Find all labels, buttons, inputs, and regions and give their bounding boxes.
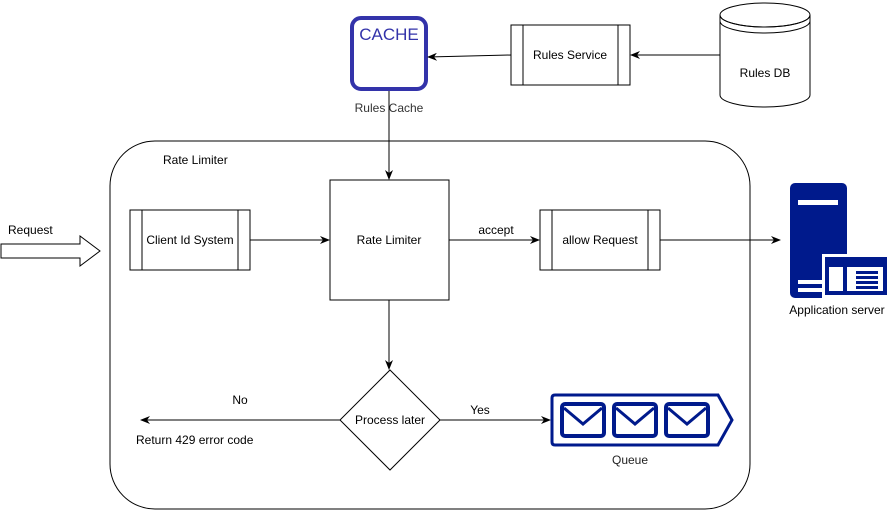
rules-db-node[interactable]: Rules DB	[719, 2, 811, 108]
svg-text:Rate Limiter: Rate Limiter	[357, 233, 422, 247]
accept-label: accept	[478, 223, 514, 237]
return-429-label: Return 429 error code	[136, 433, 254, 447]
rules-service-node[interactable]: Rules Service	[510, 24, 631, 86]
svg-text:Rules Service: Rules Service	[533, 48, 607, 62]
process-later-decision[interactable]: Process later	[339, 369, 441, 471]
envelope-icon	[612, 402, 658, 438]
edge-service-to-cache	[427, 52, 512, 61]
svg-text:Client Id System: Client Id System	[146, 233, 233, 247]
application-server-label: Application server	[789, 303, 884, 317]
cache-icon[interactable]: CACHE	[350, 16, 428, 91]
svg-text:Process later: Process later	[355, 413, 425, 427]
svg-text:CACHE: CACHE	[359, 25, 419, 44]
request-arrow	[0, 235, 101, 267]
svg-text:allow Request: allow Request	[562, 233, 638, 247]
request-label: Request	[8, 223, 53, 237]
queue-label: Queue	[612, 453, 648, 467]
queue-icon[interactable]	[550, 393, 734, 447]
rate-limiter-group-label: Rate Limiter	[163, 153, 228, 167]
no-label: No	[232, 393, 248, 407]
application-server-icon[interactable]	[790, 183, 890, 298]
svg-text:Rules DB: Rules DB	[740, 66, 791, 80]
rate-limiter-group[interactable]	[109, 140, 751, 510]
allow-request-node[interactable]: allow Request	[539, 209, 661, 271]
client-id-system-node[interactable]: Client Id System	[129, 209, 251, 271]
envelope-icon	[664, 402, 710, 438]
envelope-icon	[560, 402, 606, 438]
rate-limiter-node[interactable]: Rate Limiter	[329, 179, 450, 301]
yes-label: Yes	[470, 403, 490, 417]
